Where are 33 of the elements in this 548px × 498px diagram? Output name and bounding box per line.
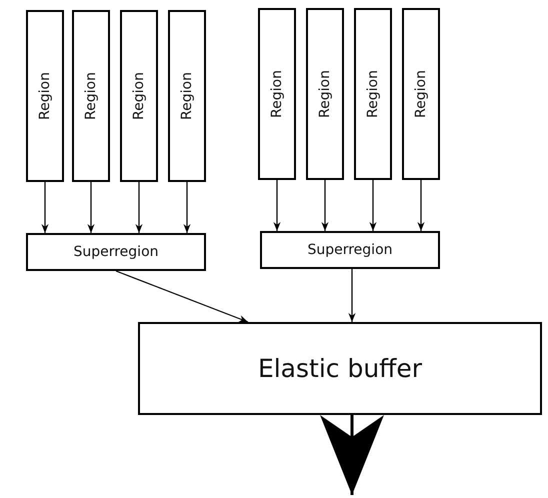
arrow [116,270,248,323]
region-box [120,10,158,182]
buffer-box [138,322,542,415]
superregion-box [26,233,206,271]
region-box [258,8,296,180]
superregion-box [260,231,440,269]
arrow [417,180,425,231]
node-label: Region [413,70,429,118]
node-label: Region [179,72,195,120]
node-label: Region [317,70,333,118]
node-label: Superregion [73,244,159,260]
output-arrow [320,415,384,495]
arrow [348,269,356,322]
arrow [41,182,49,233]
region-box [354,8,392,180]
region-box [26,10,64,182]
node-label: Superregion [307,242,393,258]
arrow [135,182,143,233]
arrow [183,182,191,233]
region-box [168,10,206,182]
arrow [87,182,95,233]
node-label: Region [83,72,99,120]
node-label: Elastic buffer [258,354,422,383]
arrow [369,180,377,231]
region-box [72,10,110,182]
node-label: Region [131,72,147,120]
arrow [273,180,281,231]
region-box [402,8,440,180]
node-label: Region [37,72,53,120]
region-box [306,8,344,180]
node-label: Region [365,70,381,118]
arrow [321,180,329,231]
node-label: Region [269,70,285,118]
